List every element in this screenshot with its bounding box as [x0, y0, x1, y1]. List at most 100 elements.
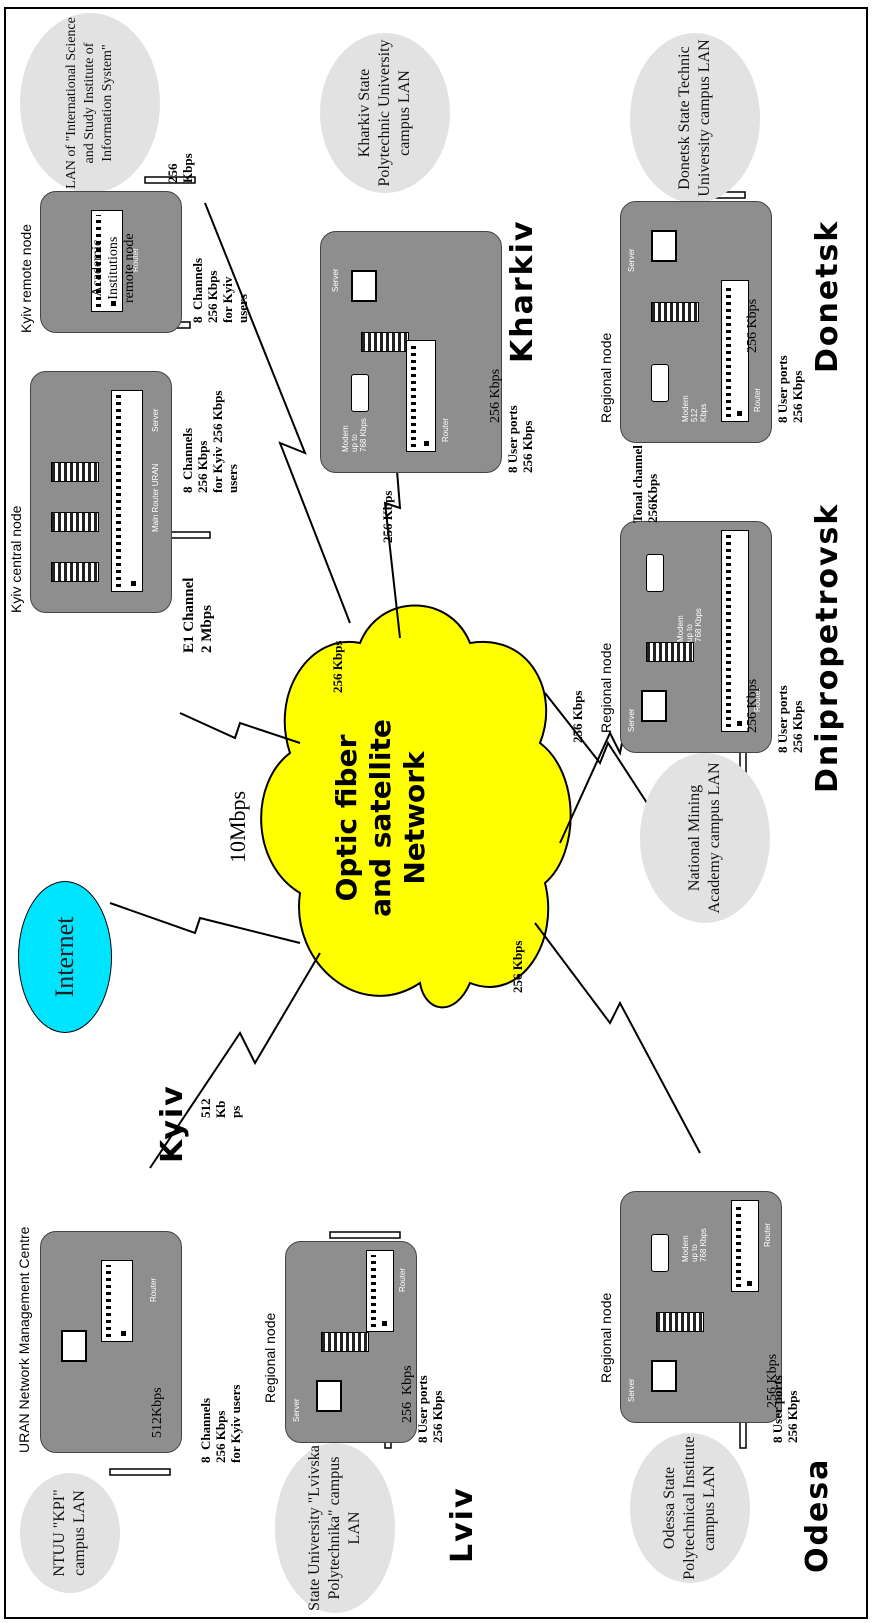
- link-dnipro-cloud: [544, 692, 661, 824]
- lviv-node-title: Regional node: [262, 1312, 278, 1403]
- odesa-router-icon: [731, 1200, 759, 1292]
- kharkiv-node: Server Modem up to 768 Kbps Router: [320, 231, 502, 473]
- lviv-user-ports: 8 User ports 256 Kbps: [415, 1375, 445, 1443]
- kyiv-central-server-label: Server: [151, 408, 160, 432]
- donetsk-lan-speed: 256 Kbps: [745, 298, 760, 353]
- lviv-uplink: 256 Kbps: [330, 640, 345, 693]
- odesa-lan: Odessa State Polytechnical Institute cam…: [630, 1433, 750, 1583]
- kharkiv-server-label: Server: [331, 268, 340, 292]
- link-remote-cloud: [204, 202, 351, 624]
- odesa-server-icon: [656, 1312, 704, 1332]
- lviv-node: Server Router: [285, 1241, 417, 1443]
- internet-ellipse: Internet: [18, 881, 112, 1033]
- dnipro-user-ports: 8 User ports 256 Kbps: [775, 685, 805, 753]
- kyiv-central-internet-link: 10Mbps: [225, 790, 250, 863]
- dnipro-uplink: 256 Kbps: [570, 690, 585, 743]
- donetsk-router-label: Router: [753, 387, 762, 412]
- dnipro-lan: National Mining Academy campus LAN: [640, 753, 770, 923]
- kharkiv-user-ports: 8 User ports 256 Kbps: [505, 405, 535, 473]
- odesa-user-ports: 8 User ports 256 Kbps: [770, 1375, 800, 1443]
- kyiv-remote-title: Kyiv remote node: [18, 224, 34, 333]
- dnipro-lan-speed: 256 Kbps: [745, 678, 760, 733]
- odesa-pc-icon: [651, 1360, 677, 1392]
- donetsk-server-icon: [651, 302, 699, 322]
- arrow-lviv-lan: [329, 1231, 401, 1239]
- kyiv-lan: NTUU "KPI" campus LAN: [20, 1473, 120, 1593]
- kharkiv-router-label: Router: [441, 417, 450, 442]
- cloud-shape: [260, 604, 572, 1009]
- dnipro-city-label: Dnipropetrovsk: [810, 502, 845, 793]
- link-kyiv-cloud: [149, 952, 321, 1169]
- kharkiv-uplink: 256 Kbps: [380, 490, 395, 543]
- kharkiv-city-label: Kharkiv: [505, 219, 540, 363]
- lviv-lan: State University "Lvivska Polytechnika" …: [275, 1443, 395, 1613]
- link-internet-cloud: [109, 902, 301, 944]
- kyiv-channels: 8 Channels 256 Kbps for Kyiv users: [198, 1384, 243, 1463]
- kyiv-node-title: URAN Network Management Centre: [16, 1226, 32, 1453]
- kyiv-remote-node-name: Academic Institutions remote node: [90, 233, 137, 303]
- lviv-router-icon: [366, 1250, 394, 1332]
- kyiv-remote-uplink: 256 Kbps: [210, 390, 225, 443]
- cloud-label: Optic fiber and satellite Network: [330, 719, 431, 917]
- lviv-city-label: Lviv: [445, 1486, 480, 1563]
- donetsk-user-ports: 8 User ports 256 Kbps: [775, 355, 805, 423]
- dnipro-tonal-channel: Tonal channel 256Kbps: [630, 445, 660, 523]
- kharkiv-pc-icon: [351, 270, 377, 302]
- arrow-kyiv-lan: [109, 1468, 171, 1476]
- kharkiv-modem-label: Modem up to 768 Kbps: [341, 418, 368, 452]
- odesa-uplink: 256 Kbps: [510, 940, 525, 993]
- kharkiv-lan: Kharkiv State Polytechnic University cam…: [320, 33, 450, 193]
- dnipro-server-icon: [646, 642, 694, 662]
- donetsk-pc-icon: [651, 230, 677, 262]
- odesa-server-label: Server: [627, 1378, 636, 1402]
- kharkiv-modem-icon: [351, 374, 369, 412]
- kyiv-central-server3-icon: [51, 462, 99, 482]
- kharkiv-router-icon: [406, 340, 436, 452]
- kyiv-central-router-label: Main Router URAN: [151, 463, 160, 532]
- odesa-modem-icon: [651, 1234, 669, 1272]
- lviv-lan-speed: 256 Kbps: [400, 1365, 415, 1423]
- kyiv-remote-lan: LAN of "International Science and Study …: [20, 13, 160, 193]
- donetsk-server-label: Server: [627, 248, 636, 272]
- kyiv-remote-channels: 8 Channels 256 Kbps for Kyiv users: [190, 257, 250, 323]
- donetsk-lan: Donetsk State Technic University campus …: [630, 33, 760, 203]
- kharkiv-lan-speed: 256 Kbps: [488, 368, 503, 423]
- kyiv-router-icon: [101, 1260, 133, 1342]
- kyiv-uplink: 512 Kb ps: [198, 1098, 243, 1119]
- kyiv-central-server2-icon: [51, 512, 99, 532]
- kharkiv-server-icon: [361, 332, 409, 352]
- kyiv-city-label: Kyiv: [155, 1084, 190, 1163]
- link-odesa-cloud: [534, 922, 701, 1154]
- kyiv-router-label: Router: [149, 1277, 158, 1302]
- kyiv-central-node: Server Main Router URAN: [30, 371, 172, 613]
- odesa-node-title: Regional node: [598, 1292, 614, 1383]
- donetsk-node-title: Regional node: [598, 332, 614, 423]
- lviv-server-icon: [321, 1332, 369, 1352]
- odesa-router-label: Router: [763, 1222, 772, 1247]
- link-kyiv-central-cloud: [179, 712, 301, 744]
- lviv-router-label: Router: [398, 1267, 407, 1292]
- kyiv-pc-icon: [61, 1330, 87, 1362]
- kyiv-central-router-icon: [111, 390, 143, 592]
- dnipro-node-title: Regional node: [598, 642, 614, 733]
- lviv-pc-icon: [316, 1380, 342, 1412]
- donetsk-city-label: Donetsk: [810, 219, 845, 373]
- kyiv-remote-lan-speed: 256 Kbps: [165, 153, 195, 183]
- kyiv-central-title: Kyiv central node: [8, 505, 24, 613]
- odesa-node: Server Modem up to 768 Kbps Router: [620, 1191, 782, 1423]
- donetsk-modem-label: Modem 512 Kbps: [681, 395, 708, 422]
- kyiv-central-server1-icon: [51, 562, 99, 582]
- donetsk-modem-icon: [651, 364, 669, 402]
- dnipro-server-label: Server: [627, 708, 636, 732]
- odesa-city-label: Odesa: [800, 1457, 835, 1573]
- internet-label: Internet: [50, 916, 79, 998]
- kyiv-central-e1: E1 Channel 2 Mbps: [181, 577, 215, 653]
- odesa-modem-label: Modem up to 768 Kbps: [681, 1228, 708, 1262]
- kyiv-lan-speed: 512Kbps: [150, 1387, 165, 1438]
- lviv-server-label: Server: [292, 1398, 301, 1422]
- dnipro-modem-icon: [646, 554, 664, 592]
- dnipro-pc-icon: [641, 690, 667, 722]
- arrow-remote-lan: [144, 176, 196, 184]
- dnipro-modem-label: Modem up to 768 Kbps: [676, 608, 703, 642]
